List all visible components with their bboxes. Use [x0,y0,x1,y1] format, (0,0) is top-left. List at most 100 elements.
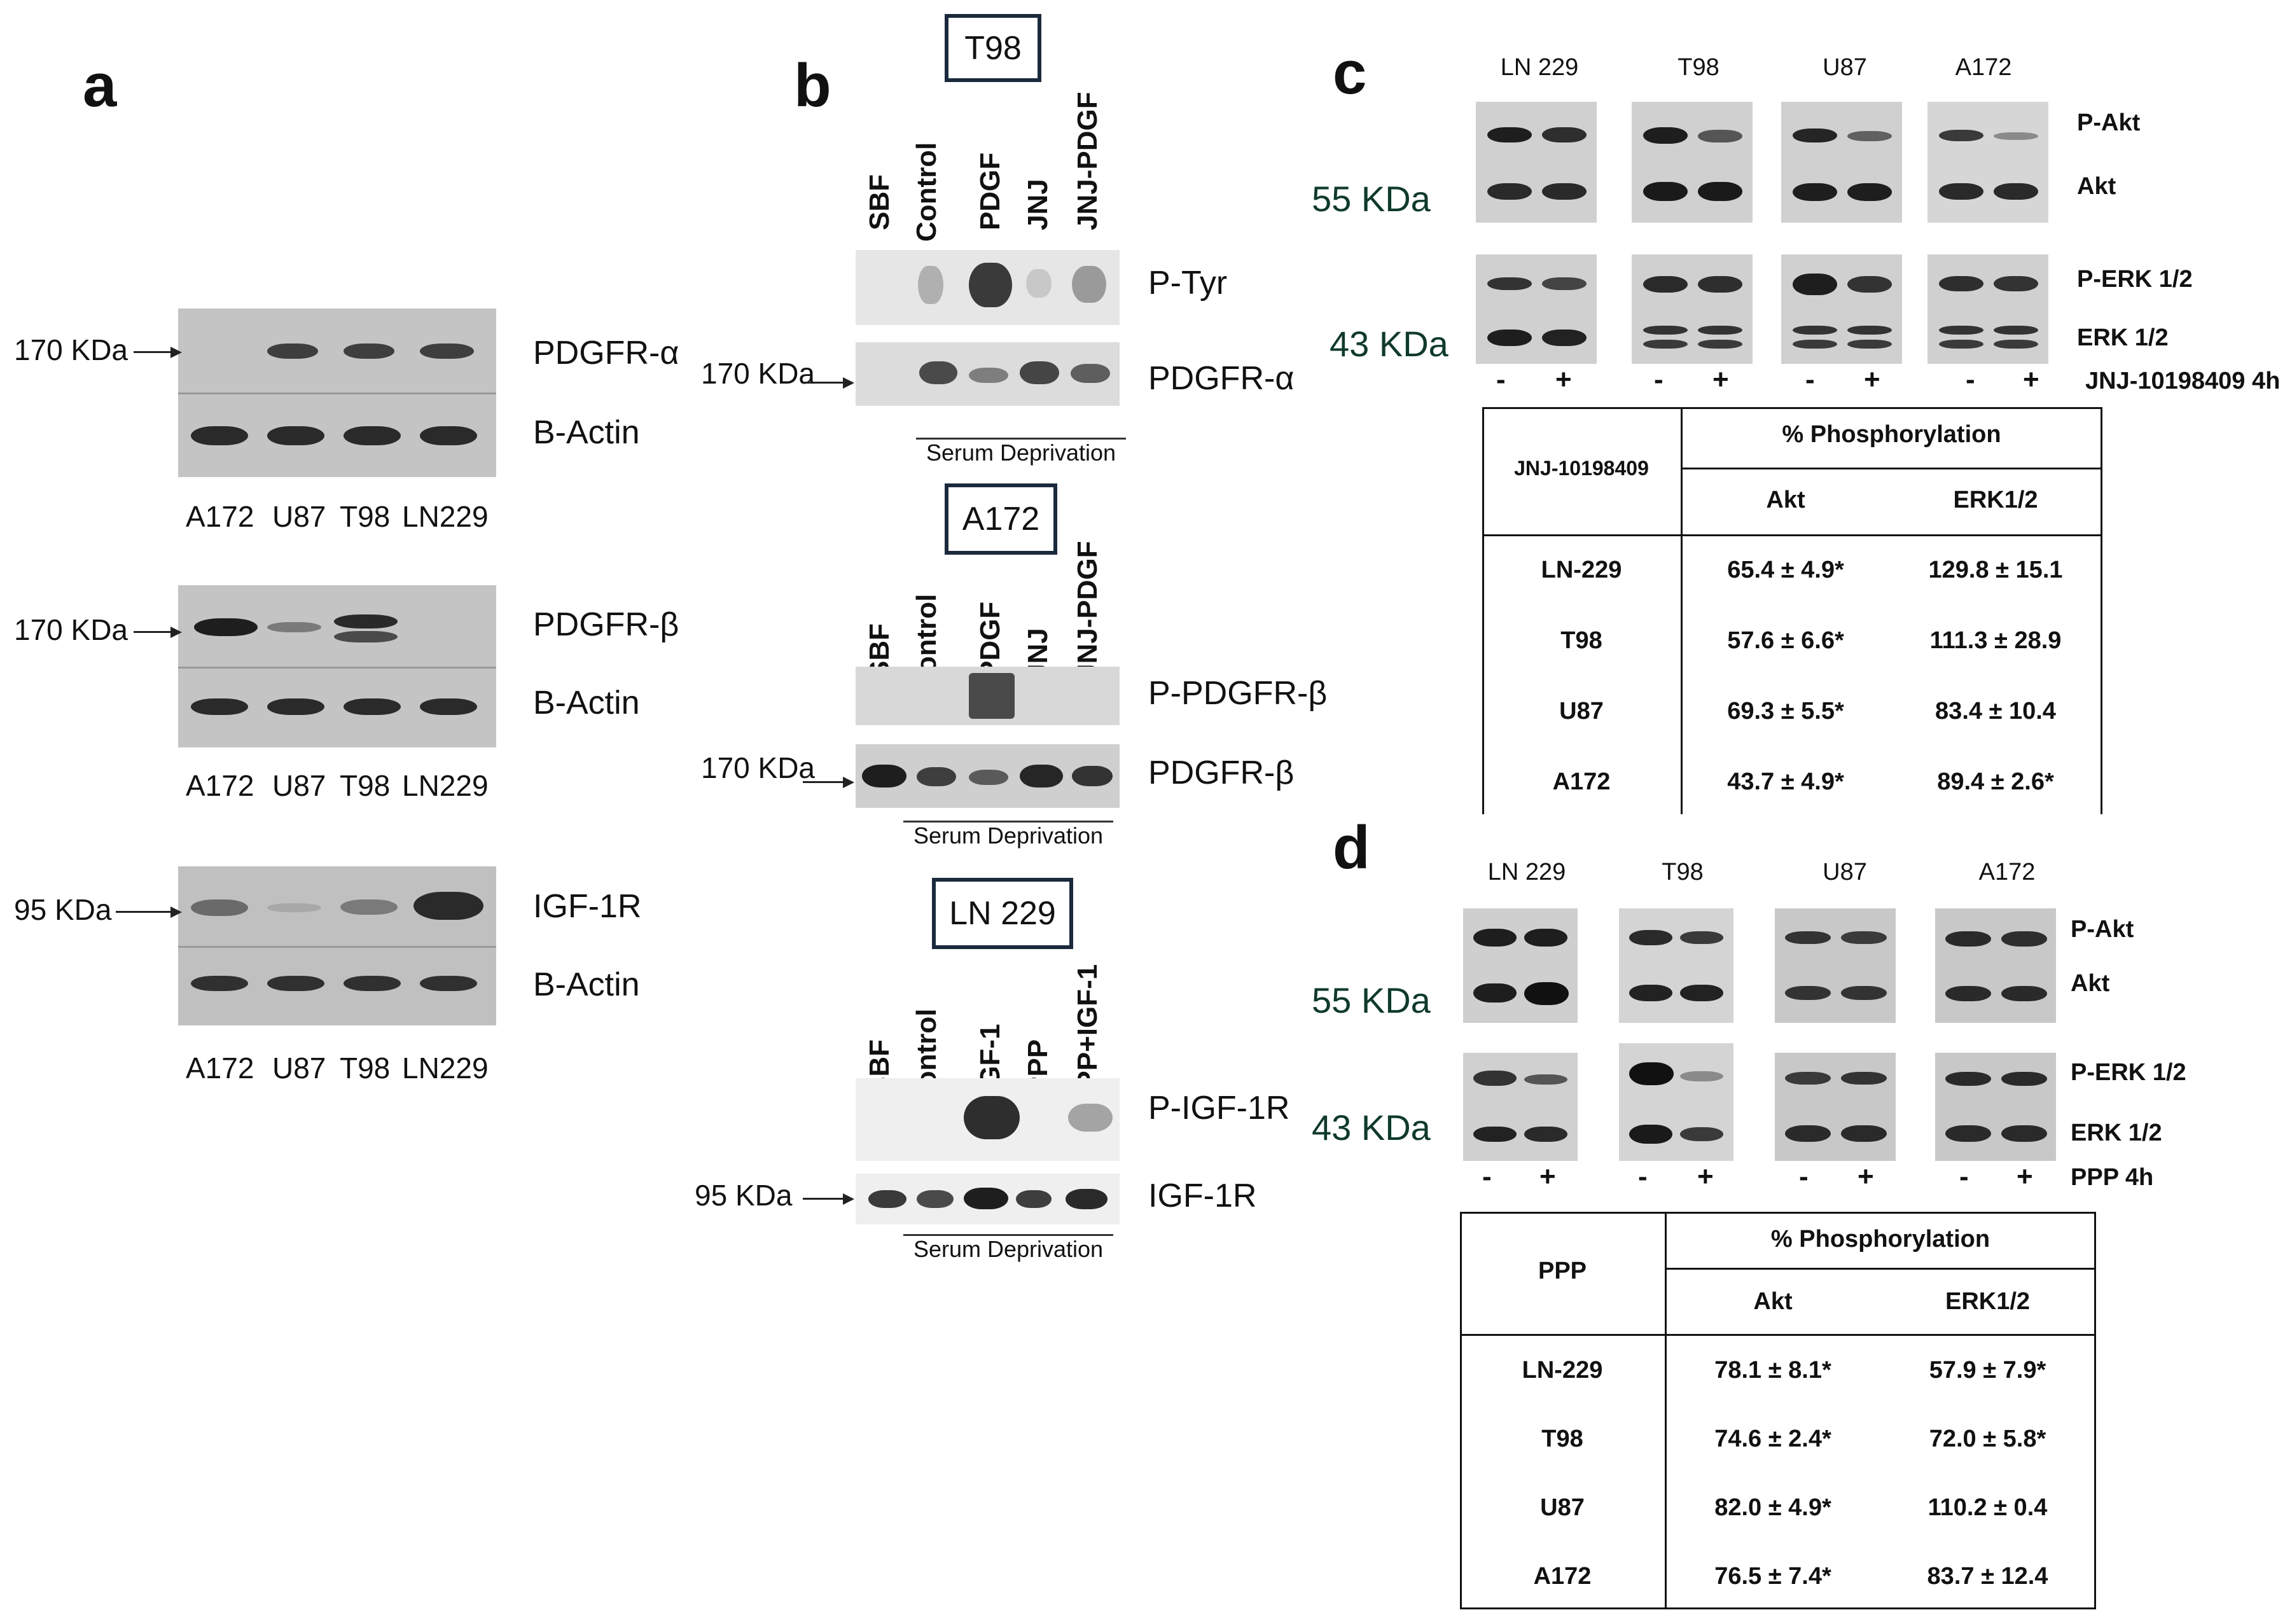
d-table-col-erk: ERK1/2 [1945,1288,2031,1315]
c-sign-4-plus: + [2023,364,2039,395]
blot-a3-lane-1: A172 [186,1051,254,1085]
c-erk-blot-2 [1632,254,1753,364]
c-erk-blot-3 [1781,254,1902,364]
c-row-4-cell: A172 [1552,768,1611,795]
d-row-4-erk: 83.7 ± 12.4 [1927,1563,2048,1590]
blot-b2-bottom [856,744,1120,808]
b2-lane-5: JNJ-PDGF [1072,541,1103,679]
blot-a3-lane-3: T98 [340,1051,391,1085]
d-sign-3-plus: + [1858,1161,1874,1192]
cell-line-box-t98: T98 [945,14,1041,82]
blot-a2-marker: 170 KDa [14,613,128,646]
c-col-1: LN 229 [1500,54,1579,81]
cell-line-box-ln229: LN 229 [932,878,1073,949]
c-table: JNJ-10198409 % Phosphorylation Akt ERK1/… [1482,407,2102,814]
blot-a1 [178,309,496,477]
d-row-3-cell: U87 [1540,1494,1585,1521]
panel-d-letter: d [1333,814,1370,882]
b3-footer: Serum Deprivation [903,1234,1113,1263]
blot-a1-lane-1: A172 [186,500,254,533]
c-col-2: T98 [1677,54,1719,81]
panel-a-letter: a [83,52,117,120]
d-col-3: U87 [1823,859,1867,885]
c-akt-blot-1 [1476,102,1597,223]
d-label-akt: Akt [2071,970,2110,997]
c-marker-55: 55 KDa [1312,179,1431,219]
blot-a2-lane-3: T98 [340,769,391,802]
c-label-erk: ERK 1/2 [2077,324,2169,351]
c-table-col-akt: Akt [1766,487,1805,513]
d-akt-blot-1 [1463,908,1578,1023]
c-row-2-erk: 111.3 ± 28.9 [1929,627,2062,654]
d-marker-55: 55 KDa [1312,980,1431,1020]
c-row-3-erk: 83.4 ± 10.4 [1935,698,2056,725]
c-sign-4-minus: - [1966,364,1975,395]
d-sign-1-plus: + [1539,1161,1556,1192]
c-erk-blot-4 [1927,254,2048,364]
blot-b2-top [856,667,1120,725]
blot-a3-lane-2: U87 [272,1051,326,1085]
d-sign-3-minus: - [1799,1161,1809,1192]
b1-marker: 170 KDa [701,357,816,390]
c-table-col-erk: ERK1/2 [1953,487,2038,513]
d-row-1-akt: 78.1 ± 8.1* [1714,1357,1831,1384]
c-akt-blot-4 [1927,102,2048,223]
c-sign-3-plus: + [1864,364,1880,395]
b3-marker: 95 KDa [695,1179,793,1212]
blot-a1-marker: 170 KDa [14,333,128,366]
d-sign-2-minus: - [1638,1161,1648,1192]
blot-a2-lane-1: A172 [186,769,254,802]
blot-a2-bottom-label: B-Actin [533,684,640,721]
d-erk-blot-2 [1619,1043,1733,1161]
b2-bottom-label: PDGFR-β [1148,754,1295,791]
c-table-drug: JNJ-10198409 [1514,457,1649,480]
c-row-2-akt: 57.6 ± 6.6* [1727,627,1844,654]
blot-b3-bottom [856,1174,1120,1225]
d-row-3-akt: 82.0 ± 4.9* [1714,1494,1831,1521]
blot-a3-lane-4: LN229 [402,1051,489,1085]
c-marker-43: 43 KDa [1330,324,1448,364]
d-akt-blot-3 [1775,908,1896,1023]
d-erk-blot-1 [1463,1053,1578,1161]
c-table-header: % Phosphorylation [1782,421,2001,448]
d-label-p-erk: P-ERK 1/2 [2071,1059,2186,1086]
c-label-akt: Akt [2077,173,2116,200]
d-row-2-akt: 74.6 ± 2.4* [1714,1426,1831,1452]
blot-a3-top-label: IGF-1R [533,888,642,925]
c-akt-blot-3 [1781,102,1902,223]
b1-lane-1: SBF [864,174,895,230]
b1-lane-5: JNJ-PDGF [1072,92,1103,230]
b1-lane-4: JNJ [1022,179,1053,230]
c-erk-blot-1 [1476,254,1597,364]
c-akt-blot-2 [1632,102,1753,223]
panel-b-letter: b [794,52,831,120]
c-sign-1-minus: - [1496,364,1506,395]
blot-a3-marker: 95 KDa [14,893,112,926]
d-treatment: PPP 4h [2071,1164,2154,1191]
blot-a2-top-label: PDGFR-β [533,606,679,643]
c-treatment: JNJ-10198409 4h [2085,368,2281,394]
d-akt-blot-4 [1935,908,2056,1023]
d-label-p-akt: P-Akt [2071,916,2134,943]
blot-b3-top [856,1078,1120,1161]
c-row-3-cell: U87 [1559,698,1604,725]
c-col-4: A172 [1955,54,2012,81]
d-row-3-erk: 110.2 ± 0.4 [1927,1494,2048,1521]
d-table: PPP % Phosphorylation Akt ERK1/2 LN-229 … [1460,1212,2096,1609]
c-sign-1-plus: + [1555,364,1572,395]
d-sign-4-minus: - [1959,1161,1969,1192]
c-sign-2-plus: + [1712,364,1729,395]
b3-bottom-label: IGF-1R [1148,1177,1257,1214]
blot-a2 [178,585,496,747]
d-akt-blot-2 [1619,908,1733,1023]
d-sign-1-minus: - [1482,1161,1492,1192]
d-label-erk: ERK 1/2 [2071,1120,2162,1146]
d-sign-2-plus: + [1697,1161,1714,1192]
d-row-2-erk: 72.0 ± 5.8* [1929,1426,2046,1452]
cell-line-box-a172: A172 [945,483,1057,555]
d-marker-43: 43 KDa [1312,1107,1431,1148]
d-table-drug: PPP [1538,1258,1587,1284]
d-row-1-cell: LN-229 [1522,1357,1603,1384]
c-row-1-cell: LN-229 [1541,557,1622,583]
b3-top-label: P-IGF-1R [1148,1090,1290,1127]
